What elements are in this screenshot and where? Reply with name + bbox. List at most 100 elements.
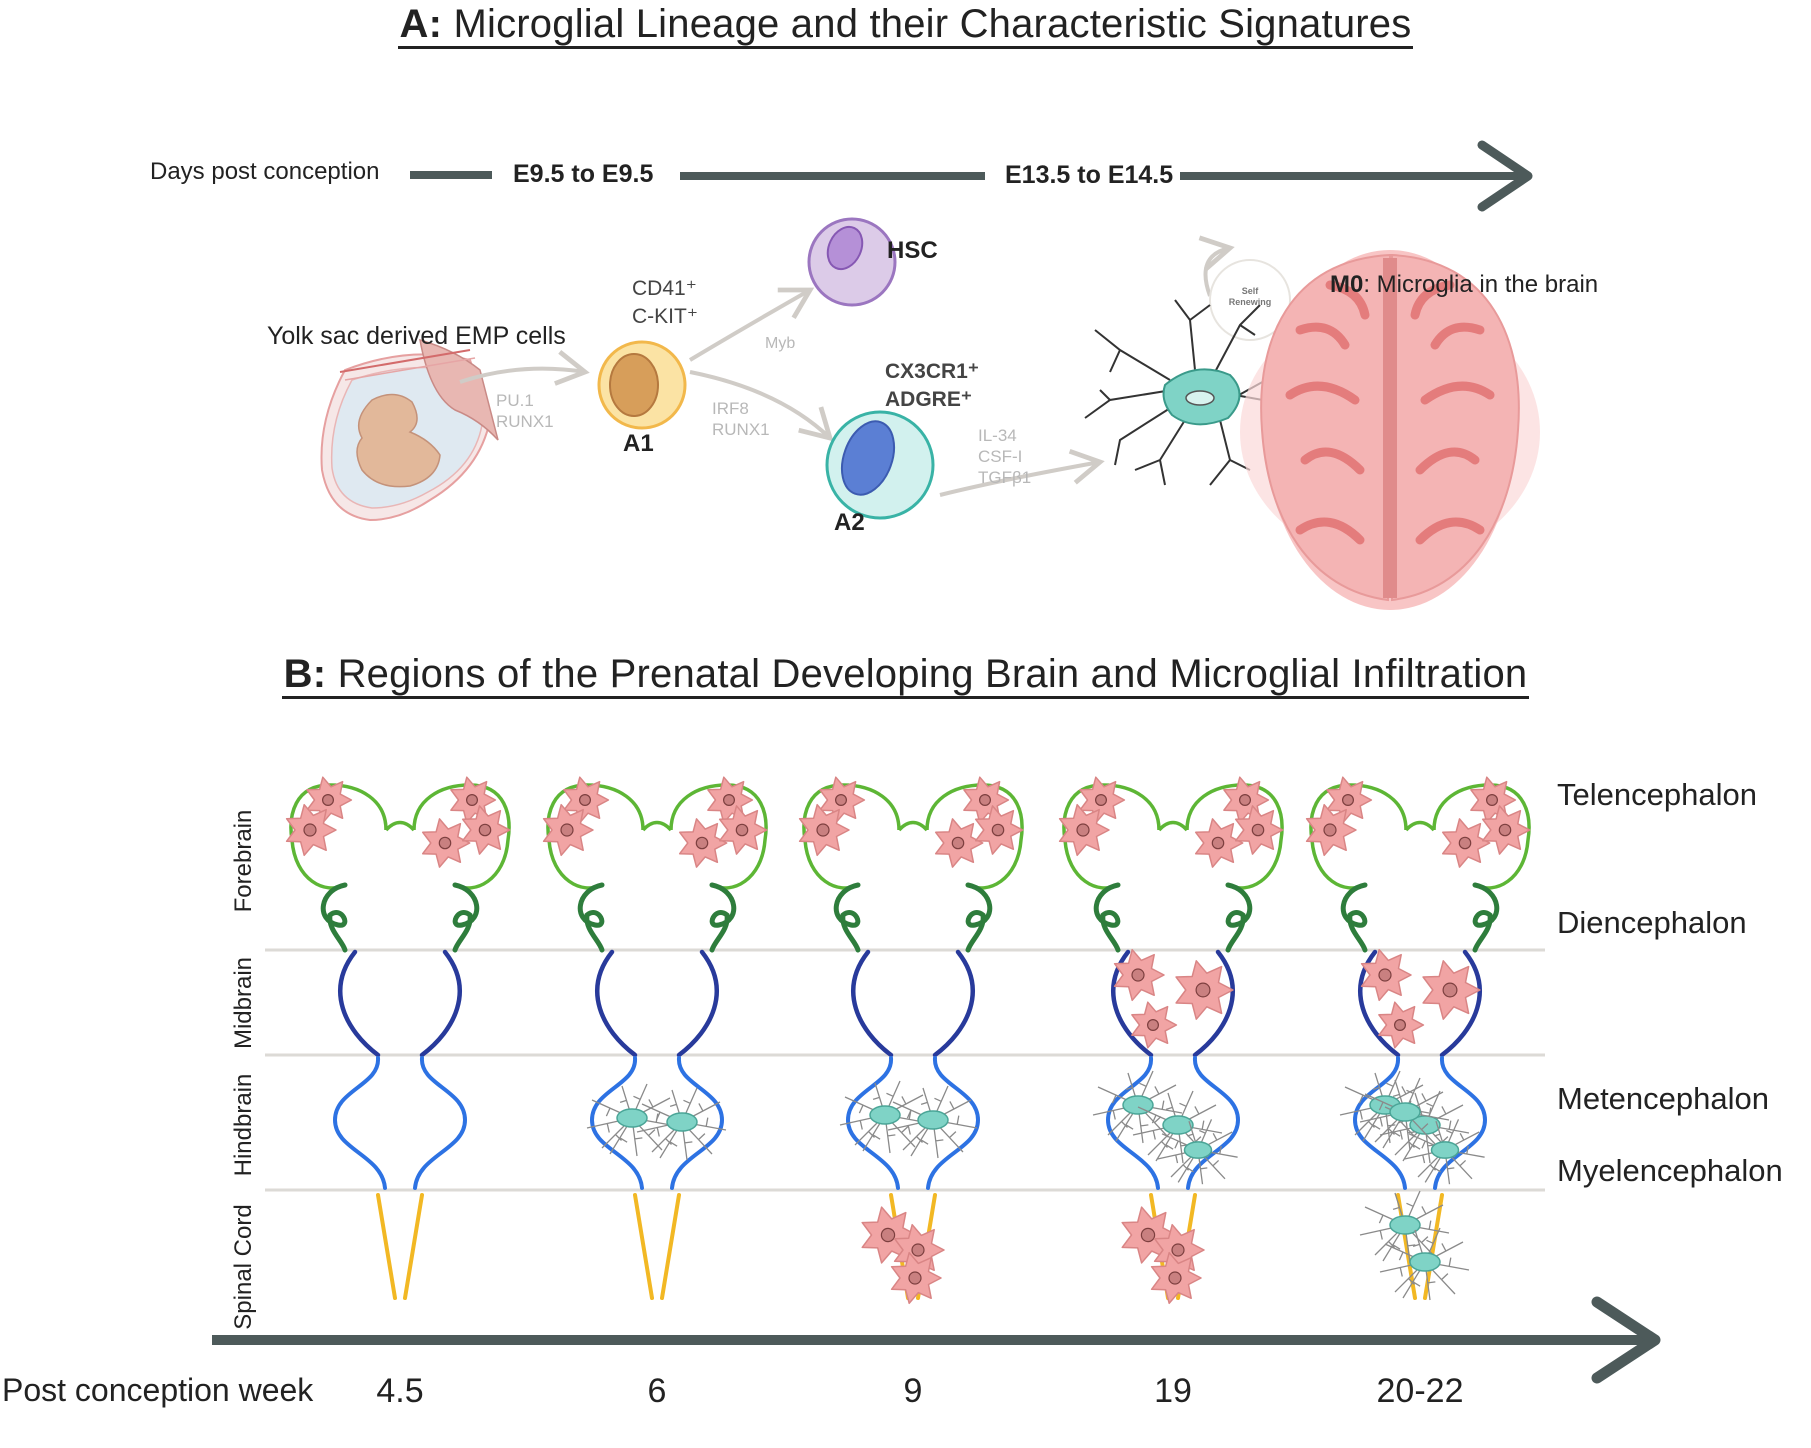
region-hindbrain-label: Hindbrain — [230, 1073, 257, 1177]
ramified-microglia — [1359, 1190, 1450, 1264]
amoeboid-microglia — [1378, 1001, 1425, 1049]
ramified-microglia — [1379, 1227, 1470, 1301]
telencephalon-outline — [546, 783, 768, 890]
telencephalon-outline — [1062, 783, 1284, 890]
myelencephalon-label: Myelencephalon — [1557, 1153, 1783, 1188]
telencephalon-outline — [802, 783, 1024, 890]
marker-adgre: ADGRE⁺ — [885, 388, 972, 411]
arrow-a1-to-a2-labels: IRF8 RUNX1 — [712, 398, 770, 440]
region-forebrain-label: Forebrain — [230, 809, 257, 913]
self-renewing-line-1: Self — [1241, 286, 1259, 296]
marker-tgfb1: TGFβ1 — [978, 468, 1032, 487]
diencephalon-outline — [577, 882, 737, 953]
amoeboid-microglia — [1441, 818, 1491, 868]
week-tick-3: 9 — [903, 1372, 923, 1410]
brain-stages — [285, 776, 1531, 1305]
amoeboid-microglia — [1150, 1251, 1202, 1305]
hsc-cell — [807, 217, 897, 307]
hsc-label: HSC — [887, 237, 938, 264]
amoeboid-microglia — [306, 776, 353, 824]
panel-a-title-text: Microglial Lineage and their Characteris… — [453, 2, 1412, 46]
amoeboid-microglia — [819, 776, 866, 824]
midbrain-outline — [851, 949, 975, 1058]
amoeboid-microglia — [1422, 960, 1481, 1020]
amoeboid-microglia — [1234, 805, 1284, 855]
diencephalon-outline — [1093, 882, 1253, 953]
arrow-yolk-to-a1-labels: PU.1 RUNX1 — [496, 390, 554, 432]
arrow-a1-to-hsc — [688, 287, 815, 362]
amoeboid-microglia — [1131, 1001, 1178, 1049]
amoeboid-microglia — [1113, 948, 1165, 1002]
metencephalon-label: Metencephalon — [1557, 1081, 1769, 1116]
self-renewing-line-2: Renewing — [1228, 297, 1272, 307]
marker-cd41: CD41⁺ — [632, 277, 697, 300]
amoeboid-microglia — [542, 803, 594, 857]
brain-stage-4 — [1058, 776, 1284, 1305]
week-axis — [212, 1296, 1661, 1384]
a1-cell — [597, 340, 687, 430]
region-midbrain-label: Midbrain — [230, 956, 257, 1050]
diencephalon-label: Diencephalon — [1557, 905, 1747, 940]
marker-runx1-a: RUNX1 — [496, 412, 554, 431]
brain-stage-1 — [285, 776, 511, 1300]
panel-b-title-prefix: B: — [283, 652, 327, 696]
arrow-a2-to-m0 — [939, 448, 1105, 497]
hindbrain-outline — [845, 1056, 981, 1190]
telencephalon-outline — [289, 783, 511, 890]
arrow-a2-to-m0-labels: IL-34 CSF-I TGFβ1 — [978, 425, 1031, 488]
lineage-arrows — [459, 235, 1235, 497]
marker-pu1: PU.1 — [496, 391, 534, 410]
panel-b-title-text: Regions of the Prenatal Developing Brain… — [337, 652, 1528, 696]
ramified-microglia — [636, 1087, 727, 1161]
amoeboid-microglia — [798, 803, 850, 857]
marker-myb: Myb — [765, 335, 796, 352]
amoeboid-microglia — [1079, 776, 1126, 824]
a1-label: A1 — [623, 430, 654, 457]
ramified-microglia — [1404, 1119, 1485, 1185]
region-spinal-cord-label: Spinal Cord — [230, 1204, 257, 1330]
timeline-label: Days post conception — [150, 158, 380, 185]
week-tick-2: 6 — [647, 1372, 667, 1410]
amoeboid-microglia — [421, 818, 471, 868]
m0-label: M0: Microglia in the brain — [1330, 271, 1598, 299]
self-renewing-label: Self Renewing — [1228, 286, 1272, 308]
amoeboid-microglia — [890, 1251, 942, 1305]
week-tick-1: 4.5 — [376, 1372, 424, 1410]
a1-markers: CD41⁺ C-KIT⁺ — [632, 275, 698, 331]
ramified-microglia — [586, 1083, 677, 1157]
amoeboid-microglia — [1326, 776, 1373, 824]
week-tick-5: 20-22 — [1376, 1372, 1464, 1410]
brain-stage-2 — [542, 776, 768, 1300]
amoeboid-microglia — [461, 805, 511, 855]
panel-a-title: A: Microglial Lineage and their Characte… — [0, 2, 1811, 49]
m0-microglia-cell — [1084, 299, 1321, 486]
self-renewing-bubble — [1209, 259, 1291, 341]
midbrain-outline — [338, 949, 462, 1058]
panel-b-title: B: Regions of the Prenatal Developing Br… — [0, 652, 1811, 699]
amoeboid-microglia — [1481, 805, 1531, 855]
ramified-microglia — [887, 1085, 978, 1159]
spinal-cord-outline — [376, 1193, 424, 1300]
ramified-microglia — [1092, 1070, 1183, 1144]
hindbrain-outline — [332, 1056, 468, 1190]
self-renewing-arrow — [1198, 235, 1235, 297]
diencephalon-outline — [833, 882, 993, 953]
spinal-cord-outline — [633, 1193, 681, 1300]
a2-label: A2 — [834, 509, 865, 536]
amoeboid-microglia — [718, 805, 768, 855]
marker-ckit: C-KIT⁺ — [632, 305, 698, 328]
yolk-sac-illustration — [320, 338, 499, 522]
axis-label: Post conception week — [2, 1372, 314, 1408]
amoeboid-microglia — [1305, 803, 1357, 857]
arrow-a1-to-a2 — [689, 370, 834, 442]
m0-prefix: M0 — [1330, 271, 1364, 298]
ramified-microglia — [1359, 1077, 1450, 1151]
a2-cell — [825, 410, 935, 520]
timeline-a-arrowhead — [1477, 140, 1533, 212]
amoeboid-microglia — [934, 818, 984, 868]
week-axis-arrowhead — [1591, 1296, 1661, 1384]
amoeboid-microglia — [1153, 1223, 1205, 1277]
marker-csf1: CSF-I — [978, 447, 1023, 466]
midbrain-outline — [595, 949, 719, 1058]
timeline-stage-2: E13.5 to E14.5 — [1005, 161, 1174, 189]
